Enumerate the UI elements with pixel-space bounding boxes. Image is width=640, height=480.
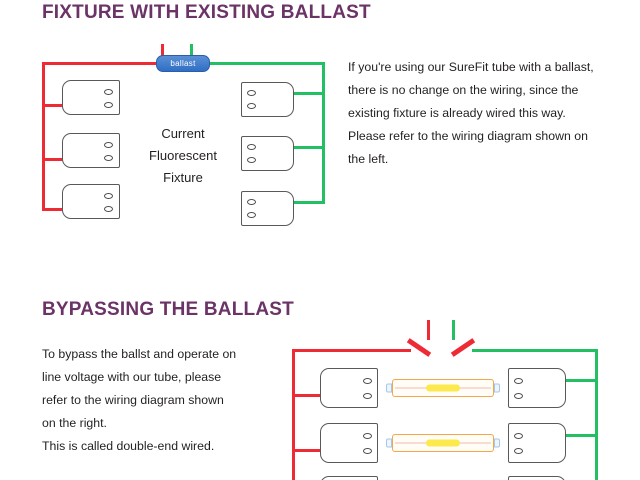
socket-pin [247, 157, 256, 163]
tube-end-cap-left [386, 438, 392, 448]
bypass-socket-left-2 [320, 423, 378, 463]
fixture-caption-line-3: Fixture [163, 170, 203, 185]
tube-end-cap-left [386, 383, 392, 393]
socket-pin [514, 448, 523, 454]
socket-pin [514, 433, 523, 439]
copy-1-line-3: existing fixture is already wired this w… [348, 106, 566, 120]
copy-2-line-2: line voltage with our tube, please [42, 370, 222, 384]
section-1-heading: FIXTURE WITH EXISTING BALLAST [42, 2, 371, 23]
socket-pin [363, 378, 372, 384]
copy-1-line-1: If you're using our SureFit tube with a … [348, 60, 594, 74]
bypass-red-lead [427, 320, 430, 340]
socket-pin [104, 142, 113, 148]
section-2-paragraph: To bypass the ballst and operate on line… [42, 343, 282, 458]
tube-brand-label [426, 439, 460, 447]
led-tube-2 [386, 434, 500, 452]
green-top-bus [210, 62, 325, 65]
copy-2-line-4: on the right. [42, 416, 107, 430]
bypass-red-vertical-bus [292, 349, 295, 480]
socket-pin [104, 155, 113, 161]
fixture-caption-line-2: Fluorescent [149, 148, 217, 163]
bypass-green-lead [452, 320, 455, 340]
connector-left-icon [406, 338, 432, 357]
red-top-bus [42, 62, 156, 65]
tube-end-cap-right [494, 383, 500, 393]
socket-left-2 [62, 133, 120, 168]
red-vertical-bus [42, 62, 45, 211]
socket-pin [247, 144, 256, 150]
socket-pin [363, 448, 372, 454]
diagram-fixture-with-ballast: ballast Current Fluor [0, 0, 340, 240]
copy-2-line-1: To bypass the ballst and operate on [42, 347, 237, 361]
bypass-socket-right-2 [508, 423, 566, 463]
bypass-socket-left-1 [320, 368, 378, 408]
socket-pin [363, 393, 372, 399]
copy-1-line-2: there is no change on the wiring, since … [348, 83, 579, 97]
diagram-ballast-bypass [280, 318, 640, 480]
connector-right-icon [450, 338, 476, 357]
fixture-caption-line-1: Current [161, 126, 205, 141]
ballast-green-lead [190, 44, 193, 62]
section-1-paragraph: If you're using our SureFit tube with a … [348, 56, 628, 171]
bypass-socket-left-3 [320, 476, 378, 480]
socket-pin [247, 199, 256, 205]
section-2-heading: BYPASSING THE BALLAST [42, 299, 294, 320]
bypass-green-top-bus [472, 349, 598, 352]
ballast-red-lead [161, 44, 164, 62]
tube-brand-label [426, 384, 460, 392]
copy-1-line-5: the left. [348, 152, 389, 166]
bypass-green-vertical-bus [595, 349, 598, 480]
ballast-block[interactable]: ballast [156, 55, 210, 72]
socket-pin [104, 206, 113, 212]
bypass-socket-right-1 [508, 368, 566, 408]
socket-pin [104, 102, 113, 108]
socket-left-1 [62, 80, 120, 115]
socket-pin [247, 90, 256, 96]
tube-end-cap-right [494, 438, 500, 448]
socket-right-3 [241, 191, 294, 226]
socket-pin [104, 89, 113, 95]
fixture-caption: Current Fluorescent Fixture [140, 123, 226, 189]
led-tube-1 [386, 379, 500, 397]
socket-pin [247, 212, 256, 218]
socket-pin [514, 378, 523, 384]
socket-pin [363, 433, 372, 439]
copy-1-line-4: Please refer to the wiring diagram shown… [348, 129, 588, 143]
socket-left-3 [62, 184, 120, 219]
socket-right-1 [241, 82, 294, 117]
socket-pin [247, 103, 256, 109]
bypass-socket-right-3 [508, 476, 566, 480]
bypass-red-top-bus [292, 349, 411, 352]
green-vertical-bus [322, 62, 325, 204]
copy-2-line-5: This is called double-end wired. [42, 439, 215, 453]
socket-right-2 [241, 136, 294, 171]
copy-2-line-3: refer to the wiring diagram shown [42, 393, 224, 407]
socket-pin [104, 193, 113, 199]
socket-pin [514, 393, 523, 399]
